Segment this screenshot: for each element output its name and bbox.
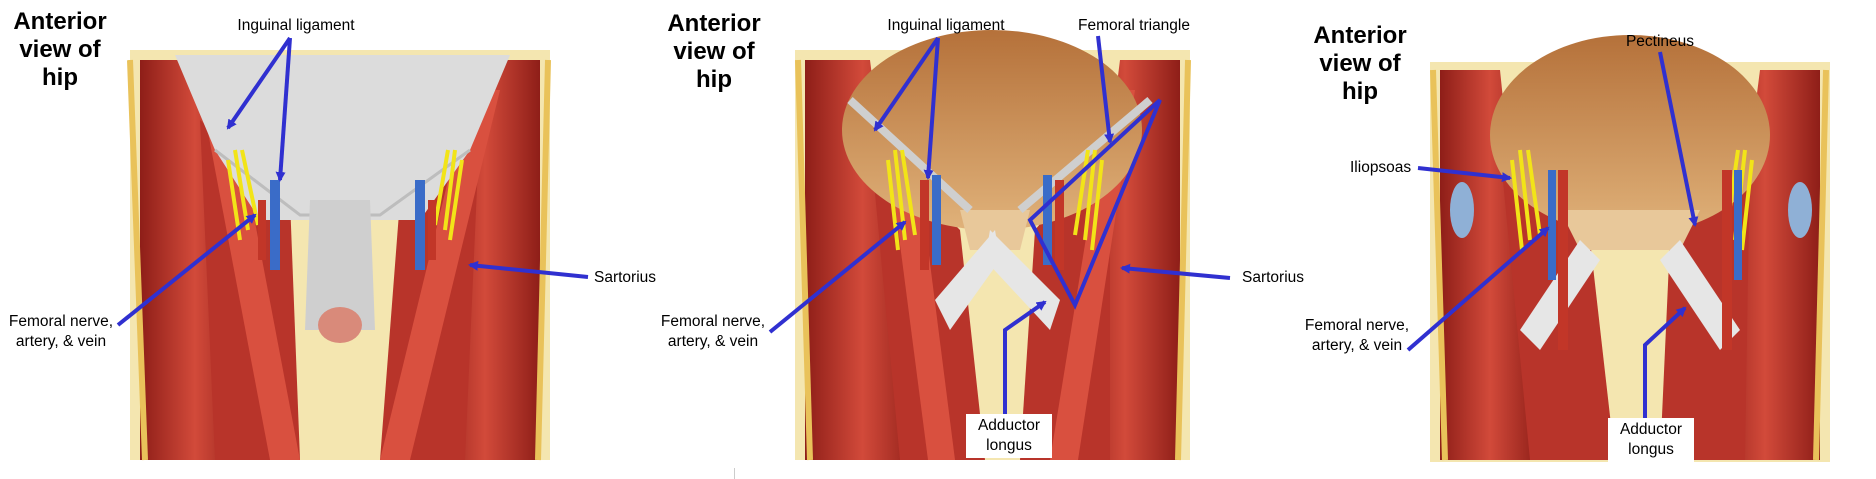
arrow-p3-iliopsoas <box>1417 166 1512 183</box>
femoral-triangle-outline <box>1027 98 1162 310</box>
panel-1-title: Anterior view of hip <box>13 8 107 91</box>
panel-2-label-adductor-longus: Adductor longus <box>966 414 1052 458</box>
panel-2-label-sartorius: Sartorius <box>1242 269 1305 286</box>
panel-1-label-sartorius: Sartorius <box>594 269 657 286</box>
arrow-p2-triangle <box>1096 35 1115 144</box>
panel-1-illustration <box>127 50 551 461</box>
arrow-p3-femoral <box>1406 226 1550 352</box>
arrow-p2-inguinal-a <box>873 36 940 132</box>
panel-2-label-femoral-nva: Femoral nerve, artery, & vein <box>660 313 766 350</box>
arrow-p2-adductor <box>1003 300 1047 420</box>
panel-divider <box>734 468 735 479</box>
panel-3-illustration <box>1430 35 1830 462</box>
arrow-p2-inguinal-b <box>923 37 940 180</box>
arrow-p3-pectineus <box>1658 51 1699 227</box>
panel-3-label-femoral-nva: Femoral nerve, artery, & vein <box>1304 317 1410 354</box>
panel-1-label-inguinal-ligament: Inguinal ligament <box>237 17 355 34</box>
arrow-p3-adductor <box>1643 306 1687 420</box>
arrow-p2-femoral <box>768 220 907 334</box>
panel-2-illustration <box>795 30 1191 461</box>
arrow-p1-inguinal-b <box>275 37 292 182</box>
panel-1-label-femoral-nva: Femoral nerve, artery, & vein <box>8 313 114 350</box>
panel-3-title: Anterior view of hip <box>1313 22 1407 105</box>
panel-3-label-adductor-longus: Adductor longus <box>1608 418 1694 462</box>
panel-2-label-inguinal-ligament: Inguinal ligament <box>887 17 1005 34</box>
panel-2-title: Anterior view of hip <box>667 10 761 93</box>
annotation-arrows <box>116 35 1699 420</box>
panel-3-label-pectineus: Pectineus <box>1625 33 1695 50</box>
arrow-p2-sartorius <box>1120 263 1231 280</box>
arrow-p1-inguinal-a <box>226 36 292 130</box>
arrow-p1-femoral <box>116 213 257 327</box>
arrow-p1-sartorius <box>468 260 589 279</box>
panel-2-label-femoral-triangle: Femoral triangle <box>1078 17 1190 34</box>
panel-3-label-iliopsoas: Iliopsoas <box>1350 159 1412 176</box>
